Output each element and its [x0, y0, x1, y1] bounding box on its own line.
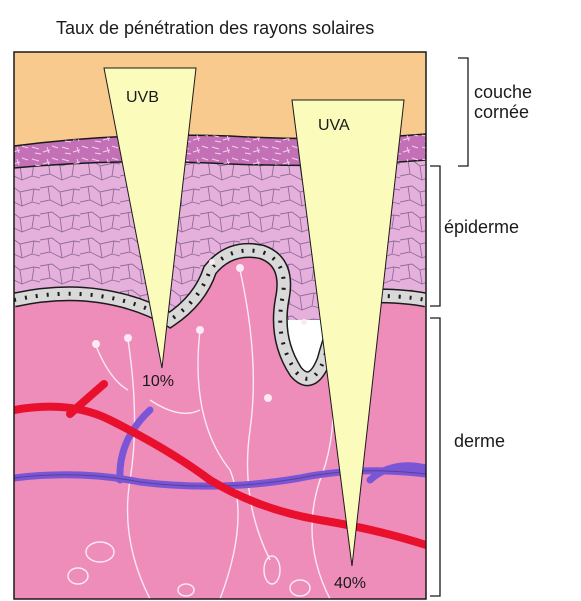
- layer-brackets: [430, 58, 468, 596]
- bracket-epidermis: [430, 166, 440, 306]
- uva-label: UVA: [318, 117, 350, 134]
- label-stratum-corneum-line1: couche: [474, 82, 532, 102]
- diagram-title: Taux de pénétration des rayons solaires: [56, 18, 374, 38]
- label-dermis: derme: [454, 431, 505, 451]
- bracket-stratum-corneum: [458, 58, 468, 166]
- label-epidermis: épiderme: [444, 217, 519, 237]
- uva-penetration: 40%: [334, 575, 366, 592]
- uvb-label: UVB: [126, 89, 159, 106]
- uvb-penetration: 10%: [142, 373, 174, 390]
- label-stratum-corneum-line2: cornée: [474, 102, 529, 122]
- bracket-dermis: [430, 318, 440, 596]
- label-stratum-corneum: couche cornée: [474, 82, 537, 122]
